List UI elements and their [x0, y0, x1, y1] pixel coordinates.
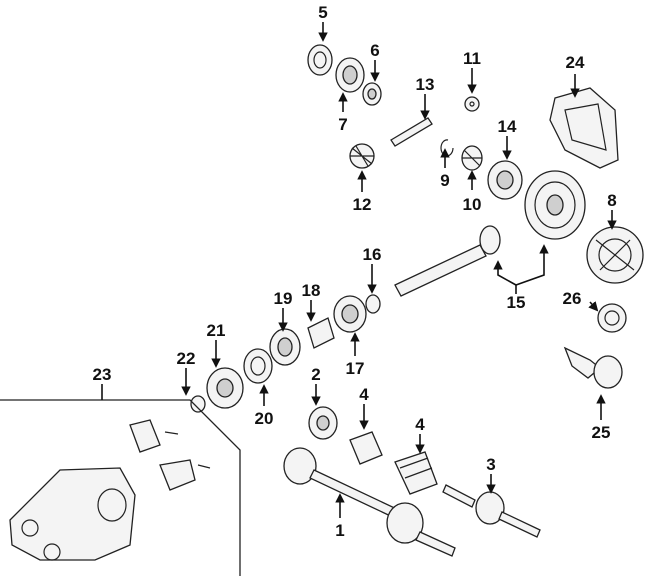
- part-24-cover: [549, 87, 619, 169]
- callout-16: 16: [363, 245, 382, 264]
- callout-14: 14: [498, 117, 517, 136]
- part-16-washer: [365, 294, 381, 314]
- callout-19: 19: [274, 289, 293, 308]
- callout-23: 23: [93, 365, 112, 384]
- part-17-bearing: [333, 295, 367, 333]
- callout-18: 18: [302, 281, 321, 300]
- part-4-boot-lower: [394, 451, 438, 495]
- callout-20: 20: [255, 409, 274, 428]
- callout-3: 3: [486, 455, 495, 474]
- part-6-gear: [362, 82, 382, 106]
- callout-10: 10: [463, 195, 482, 214]
- callout-11: 11: [463, 49, 481, 68]
- callout-7: 7: [338, 115, 347, 134]
- part-11-washer: [464, 96, 480, 112]
- part-25-side-flange: [563, 346, 623, 389]
- callout-4-upper: 4: [359, 385, 369, 404]
- part-12-gear: [349, 143, 375, 169]
- part-14-bearing: [487, 160, 523, 200]
- callout-5: 5: [318, 3, 327, 22]
- part-1-axle-shaft: [283, 447, 456, 557]
- callout-15: 15: [507, 293, 526, 312]
- part-4-boot-upper: [349, 431, 383, 465]
- part-3-shaft: [442, 484, 541, 538]
- callout-13: 13: [416, 75, 435, 94]
- callout-4-lower: 4: [415, 415, 425, 434]
- callout-25: 25: [592, 423, 611, 442]
- callout-6: 6: [370, 41, 379, 60]
- part-19-bearing: [269, 328, 301, 366]
- part-20-seal: [243, 348, 273, 384]
- part-21-flange: [206, 367, 244, 409]
- callout-9: 9: [440, 171, 449, 190]
- part-7-bearing: [335, 57, 365, 93]
- part-13-shaft: [390, 117, 433, 147]
- leader-lines: [101, 22, 617, 518]
- part-5-seal: [307, 44, 333, 76]
- callout-12: 12: [353, 195, 372, 214]
- part-8-diff-case: [586, 226, 644, 284]
- part-2-cv-joint: [308, 406, 338, 440]
- part-23-inset: [0, 399, 241, 576]
- part-15-drive-pinion: [394, 225, 501, 297]
- callout-17: 17: [346, 359, 365, 378]
- callout-24: 24: [566, 53, 585, 72]
- part-22-nut: [190, 395, 206, 413]
- callout-1: 1: [335, 521, 344, 540]
- part-26-seal: [597, 303, 627, 333]
- callout-8: 8: [607, 191, 616, 210]
- part-9-snap-ring: [440, 139, 454, 157]
- callout-2: 2: [311, 365, 320, 384]
- callout-26: 26: [563, 289, 582, 308]
- part-18-spacer: [307, 317, 335, 349]
- part-15-ring-gear: [524, 170, 586, 240]
- callout-21: 21: [207, 321, 226, 340]
- part-10-gear: [461, 145, 483, 171]
- callout-22: 22: [177, 349, 196, 368]
